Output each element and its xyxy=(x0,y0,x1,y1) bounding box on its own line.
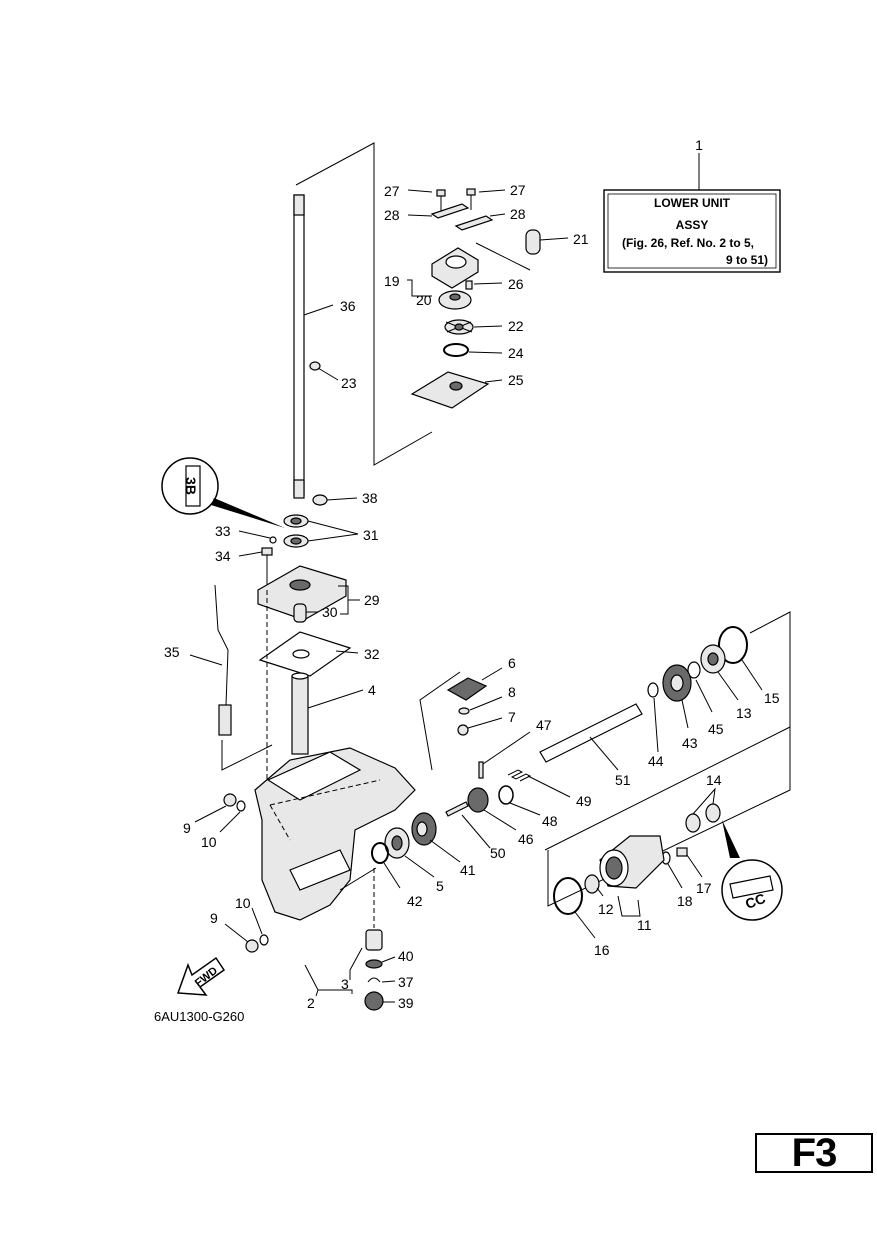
label-2: 2 xyxy=(307,995,315,1011)
upper-case-group: 38 31 33 34 29 30 32 4 xyxy=(164,490,380,790)
label-21: 21 xyxy=(573,231,589,247)
page-code: F3 xyxy=(755,1131,873,1175)
label-24: 24 xyxy=(508,345,524,361)
box-line-2: ASSY xyxy=(676,218,709,232)
box-line-1: LOWER UNIT xyxy=(654,196,731,210)
box-line-4: 9 to 51) xyxy=(726,253,768,267)
label-26: 26 xyxy=(508,276,524,292)
label-35: 35 xyxy=(164,644,180,660)
label-3: 3 xyxy=(341,976,349,992)
propeller-shaft-group: 15 13 45 43 44 51 47 49 48 xyxy=(339,611,791,909)
label-4: 4 xyxy=(368,682,376,698)
prop-housing-group: 14 17 18 11 12 16 xyxy=(553,772,722,958)
bearing-housing xyxy=(257,565,347,621)
grommet-21 xyxy=(525,229,541,255)
label-19: 19 xyxy=(384,273,400,289)
label-7: 7 xyxy=(508,709,516,725)
label-10b: 10 xyxy=(235,895,251,911)
label-34: 34 xyxy=(215,548,231,564)
label-13: 13 xyxy=(736,705,752,721)
label-49: 49 xyxy=(576,793,592,809)
label-5: 5 xyxy=(436,878,444,894)
label-9b: 9 xyxy=(210,910,218,926)
label-27a: 27 xyxy=(384,183,400,199)
label-20: 20 xyxy=(416,292,432,308)
label-48: 48 xyxy=(542,813,558,829)
label-45: 45 xyxy=(708,721,724,737)
outer-plate xyxy=(410,371,490,409)
label-42: 42 xyxy=(407,893,423,909)
label-30: 30 xyxy=(322,604,338,620)
label-28b: 28 xyxy=(510,206,526,222)
label-9a: 9 xyxy=(183,820,191,836)
box-line-3: (Fig. 26, Ref. No. 2 to 5, xyxy=(622,236,754,250)
label-22: 22 xyxy=(508,318,524,334)
label-37: 37 xyxy=(398,974,414,990)
callout-cc: CC xyxy=(721,820,783,921)
callout-3b: 3B xyxy=(161,457,285,528)
lower-case-group xyxy=(254,671,461,921)
water-tube xyxy=(291,675,309,755)
label-23: 23 xyxy=(341,375,357,391)
label-41: 41 xyxy=(460,862,476,878)
callout-3b-text: 3B xyxy=(183,477,199,495)
drive-shaft xyxy=(293,194,305,496)
label-12: 12 xyxy=(598,901,614,917)
fwd-arrow: FWD xyxy=(176,956,226,996)
drain-group: 40 37 39 3 2 xyxy=(304,868,414,1011)
water-pump-group: 27 27 28 28 19 21 26 20 xyxy=(384,182,589,409)
label-43: 43 xyxy=(682,735,698,751)
diagram-code: 6AU1300-G260 xyxy=(154,1009,244,1024)
drive-shaft-group: 36 23 xyxy=(293,142,433,499)
label-10a: 10 xyxy=(201,834,217,850)
label-14: 14 xyxy=(706,772,722,788)
assembly-box: 1 LOWER UNIT ASSY (Fig. 26, Ref. No. 2 t… xyxy=(603,137,781,273)
label-29: 29 xyxy=(364,592,380,608)
label-44: 44 xyxy=(648,753,664,769)
label-39: 39 xyxy=(398,995,414,1011)
shaft-key xyxy=(309,361,321,371)
label-40: 40 xyxy=(398,948,414,964)
label-18: 18 xyxy=(677,893,693,909)
label-27b: 27 xyxy=(510,182,526,198)
label-6: 6 xyxy=(508,655,516,671)
label-8: 8 xyxy=(508,684,516,700)
forward-arrow-icon xyxy=(176,956,226,996)
label-47: 47 xyxy=(536,717,552,733)
label-16: 16 xyxy=(594,942,610,958)
label-15: 15 xyxy=(764,690,780,706)
label-17: 17 xyxy=(696,880,712,896)
label-11: 11 xyxy=(637,917,652,933)
label-33: 33 xyxy=(215,523,231,539)
label-38: 38 xyxy=(362,490,378,506)
label-28a: 28 xyxy=(384,207,400,223)
ref-1: 1 xyxy=(695,137,703,153)
callout-cc-text: CC xyxy=(743,890,767,912)
label-36: 36 xyxy=(340,298,356,314)
label-46: 46 xyxy=(518,831,534,847)
label-31: 31 xyxy=(363,527,379,543)
label-51: 51 xyxy=(615,772,631,788)
anode-group: 6 8 7 xyxy=(446,655,516,736)
label-32: 32 xyxy=(364,646,380,662)
impeller xyxy=(444,319,474,335)
propeller-shaft xyxy=(539,703,643,763)
label-25: 25 xyxy=(508,372,524,388)
label-50: 50 xyxy=(490,845,506,861)
lower-bolts: 9 10 9 10 xyxy=(183,793,269,953)
